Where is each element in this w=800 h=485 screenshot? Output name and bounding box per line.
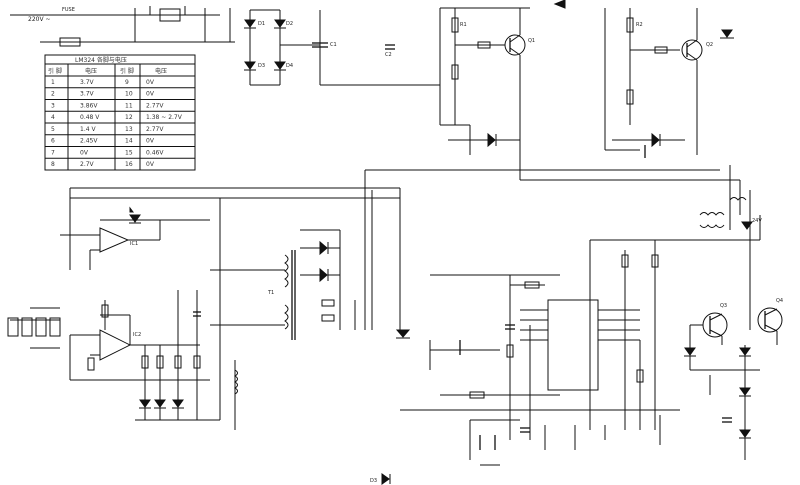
bottom-diode: D3 bbox=[370, 473, 391, 485]
transistor-q1-symbol bbox=[504, 34, 526, 56]
label-t1: T1 bbox=[267, 290, 274, 296]
table-header-voltage-1: 电压 bbox=[85, 67, 97, 75]
diode-d1-symbol bbox=[244, 19, 256, 28]
control-ic-section bbox=[395, 239, 760, 466]
label-c1: C1 bbox=[330, 42, 337, 48]
table-title: LM324 各脚与电压 bbox=[75, 56, 127, 64]
transistor-q2-symbol bbox=[681, 39, 703, 61]
label-d3: D3 bbox=[258, 63, 265, 69]
led-2-symbol bbox=[154, 399, 166, 408]
bridge-rectifier: D1 D2 D3 D4 C1 C2 bbox=[244, 9, 440, 86]
input-voltage-label: 220V ~ bbox=[28, 16, 51, 23]
transistor-q3-symbol bbox=[702, 312, 728, 338]
label-r2: R2 bbox=[636, 22, 643, 28]
table-cell: 0V bbox=[146, 161, 155, 168]
transistor-stage-q2: R2 Q2 bbox=[604, 8, 734, 158]
table-cell: 0V bbox=[146, 138, 155, 145]
table-cell: 9 bbox=[125, 79, 129, 86]
fuse-top-label: FUSE bbox=[62, 7, 75, 13]
table-cell: 5 bbox=[51, 126, 55, 133]
resistor-r1 bbox=[451, 17, 459, 33]
table-rows: 1 3.7V 9 0V 2 3.7V 10 0V 3 3.86V 11 2.77V 4 0.48 V 12 1… bbox=[45, 79, 195, 168]
table-cell: 15 bbox=[125, 149, 133, 156]
table-cell: 0V bbox=[146, 91, 155, 98]
table-cell: 10 bbox=[125, 91, 133, 98]
table-cell: 1.4 V bbox=[80, 126, 96, 133]
op-amp-ic1-symbol bbox=[99, 227, 130, 253]
label-c2: C2 bbox=[385, 52, 392, 58]
table-cell: 1 bbox=[51, 79, 55, 86]
table-header-pin-2: 引 脚 bbox=[120, 67, 134, 75]
led-1-symbol bbox=[139, 399, 151, 408]
control-ic-chip bbox=[547, 299, 599, 391]
label-q4: Q4 bbox=[776, 298, 783, 304]
table-cell: 0.46V bbox=[146, 149, 164, 156]
table-cell: 7 bbox=[51, 149, 55, 156]
table-cell: 11 bbox=[125, 102, 133, 109]
table-cell: 6 bbox=[51, 138, 55, 145]
op-amp-section: IC1 IC2 bbox=[7, 187, 401, 420]
label-q1: Q1 bbox=[528, 38, 535, 44]
table-cell: 3.86V bbox=[80, 102, 98, 109]
output-transformer bbox=[699, 190, 761, 330]
table-cell: 13 bbox=[125, 126, 133, 133]
table-cell: 2.45V bbox=[80, 138, 98, 145]
table-cell: 2 bbox=[51, 91, 55, 98]
table-cell: 0V bbox=[80, 149, 89, 156]
label-r1: R1 bbox=[460, 22, 467, 28]
label-d1: D1 bbox=[258, 21, 265, 27]
table-cell: 2.77V bbox=[146, 126, 164, 133]
fuse-symbol bbox=[59, 37, 81, 47]
table-cell: 12 bbox=[125, 114, 133, 121]
label-d2: D2 bbox=[286, 21, 293, 27]
transformer-t1-primary bbox=[284, 254, 289, 288]
table-cell: 2.77V bbox=[146, 102, 164, 109]
label-ic1: IC1 bbox=[130, 241, 138, 247]
table-cell: 3.7V bbox=[80, 79, 95, 86]
table-cell: 1.38 ~ 2.7V bbox=[146, 114, 183, 121]
label-ic2: IC2 bbox=[133, 332, 141, 338]
transformer-section: T1 bbox=[210, 190, 373, 430]
resistor-r2 bbox=[626, 17, 634, 33]
label-bottom-diode: D3 bbox=[370, 478, 377, 484]
table-cell: 0.48 V bbox=[80, 114, 100, 121]
table-cell: 4 bbox=[51, 114, 55, 121]
table-cell: 3.7V bbox=[80, 91, 95, 98]
transistor-q4-symbol bbox=[757, 307, 783, 333]
table-header-pin-1: 引 脚 bbox=[48, 67, 62, 75]
table-cell: 14 bbox=[125, 138, 133, 145]
led-indicator-column bbox=[135, 290, 220, 421]
table-cell: 2.7V bbox=[80, 161, 95, 168]
input-section: 220V ~ FUSE bbox=[10, 6, 235, 47]
table-cell: 8 bbox=[51, 161, 55, 168]
table-cell: 3 bbox=[51, 102, 55, 109]
output-transistors: Q3 Q4 24V bbox=[659, 218, 783, 460]
transistor-stage-q1: R1 Q1 bbox=[439, 0, 566, 180]
table-header-voltage-2: 电压 bbox=[155, 67, 167, 75]
label-q3: Q3 bbox=[720, 303, 727, 309]
label-d4: D4 bbox=[286, 63, 293, 69]
op-amp-ic2-symbol bbox=[99, 329, 132, 361]
label-q2: Q2 bbox=[706, 42, 713, 48]
led-3-symbol bbox=[172, 399, 184, 408]
table-cell: 16 bbox=[125, 161, 133, 168]
label-24v: 24V bbox=[752, 218, 762, 224]
table-cell: 0V bbox=[146, 79, 155, 86]
